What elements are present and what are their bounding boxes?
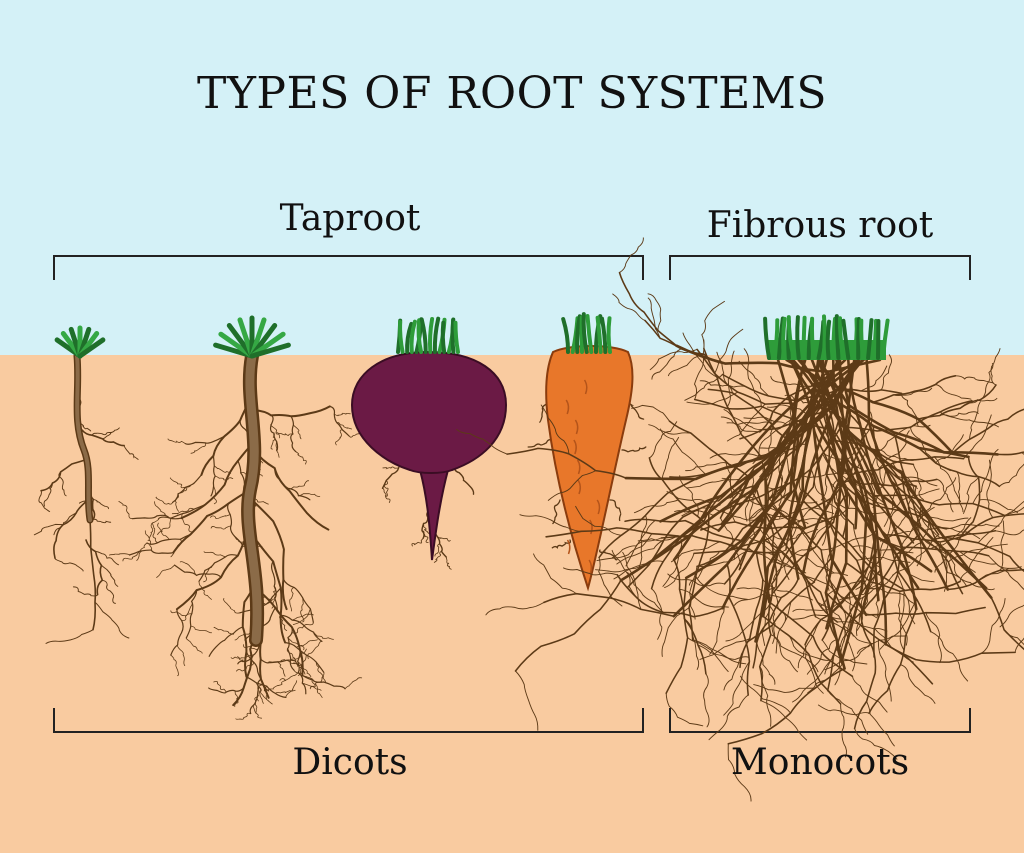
- carrot-icon: [527, 312, 647, 592]
- sky-background: [0, 0, 1024, 355]
- diagram-title: TYPES OF ROOT SYSTEMS: [197, 68, 827, 119]
- beet-icon: [350, 316, 508, 570]
- dicots-label: Dicots: [292, 742, 408, 783]
- taproot-label: Taproot: [279, 198, 421, 239]
- thin-taproot-icon: [33, 325, 139, 644]
- monocots-label: Monocots: [730, 742, 910, 783]
- branched-taproot-icon: [109, 315, 365, 720]
- fibrous-root-label: Fibrous root: [706, 205, 934, 246]
- dicots-bracket: [53, 708, 644, 733]
- fibrous-root-bracket: [669, 255, 971, 280]
- monocots-bracket: [669, 708, 971, 733]
- fibrous-root-icon: [456, 237, 1024, 802]
- taproot-bracket: [53, 255, 644, 280]
